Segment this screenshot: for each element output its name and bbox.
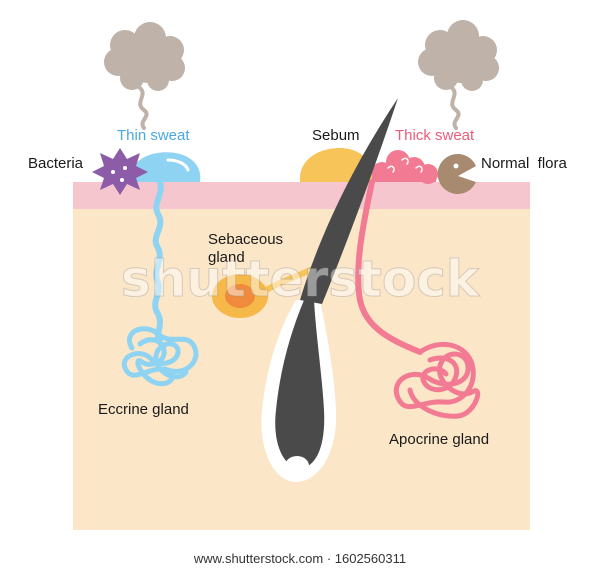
eccrine-gland <box>121 179 199 387</box>
hair-shaft <box>300 98 398 304</box>
thin-sweat-droplet <box>129 152 201 182</box>
label-eccrine-gland: Eccrine gland <box>98 401 189 418</box>
label-sebum: Sebum <box>312 127 360 144</box>
label-normal-flora: Normal flora <box>481 155 568 172</box>
label-thick-sweat: Thick sweat <box>395 127 475 144</box>
odor-cloud-right <box>418 20 499 130</box>
bacteria-icon <box>92 148 148 195</box>
hair-follicle <box>261 300 337 482</box>
odor-cloud-left <box>104 22 185 130</box>
footer-credit: www.shutterstock.com · 1602560311 <box>0 548 600 570</box>
label-sebaceous-line1: Sebaceous <box>208 231 283 248</box>
label-bacteria: Bacteria <box>28 155 84 172</box>
normal-flora-icon <box>437 154 476 194</box>
label-thin-sweat: Thin sweat <box>117 127 190 144</box>
thick-sweat-blob <box>372 150 438 184</box>
label-sebaceous-line2: gland <box>208 249 245 266</box>
watermark: shutterstock <box>121 250 481 308</box>
apocrine-gland <box>355 179 481 419</box>
label-apocrine-gland: Apocrine gland <box>389 431 489 448</box>
thick-sweat-blob-highlight <box>387 157 423 173</box>
